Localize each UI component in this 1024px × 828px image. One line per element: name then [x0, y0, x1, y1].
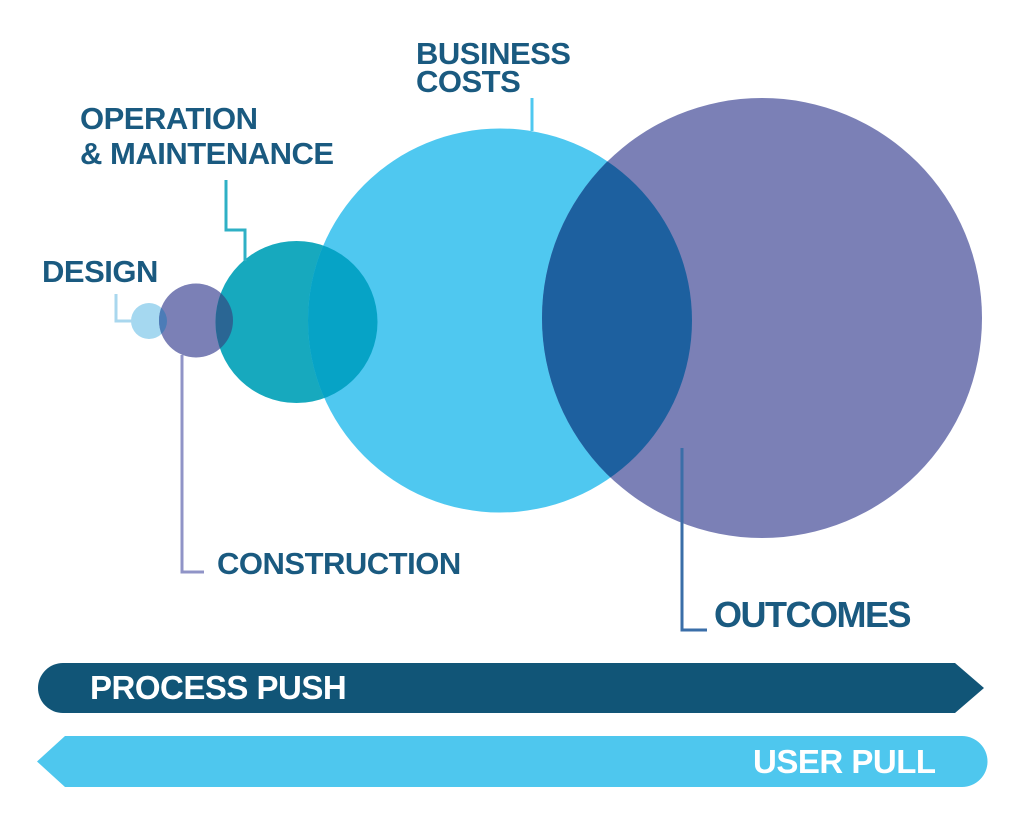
design-label: DESIGN — [42, 254, 158, 289]
design-circle — [131, 303, 167, 339]
operation-maintenance-connector-line — [224, 180, 247, 261]
construction-circle — [159, 283, 233, 358]
design-connector-line — [114, 294, 133, 323]
user-pull-arrow — [37, 736, 988, 787]
business-costs-label: BUSINESS COSTS — [416, 36, 571, 99]
user-pull-arrow-label: USER PULL — [753, 743, 936, 780]
operation-maintenance-label: OPERATION & MAINTENANCE — [80, 101, 334, 171]
business-costs-outcomes-overlap — [542, 128, 692, 513]
process-push-arrow — [38, 663, 984, 713]
outcomes-connector-line — [680, 448, 707, 632]
process-push-arrow-label: PROCESS PUSH — [90, 669, 347, 706]
outcomes-label: OUTCOMES — [714, 594, 912, 635]
construction-label: CONSTRUCTION — [217, 546, 461, 581]
construction-connector-line — [180, 355, 204, 574]
operation-maintenance-business-costs-overlap — [308, 241, 378, 403]
